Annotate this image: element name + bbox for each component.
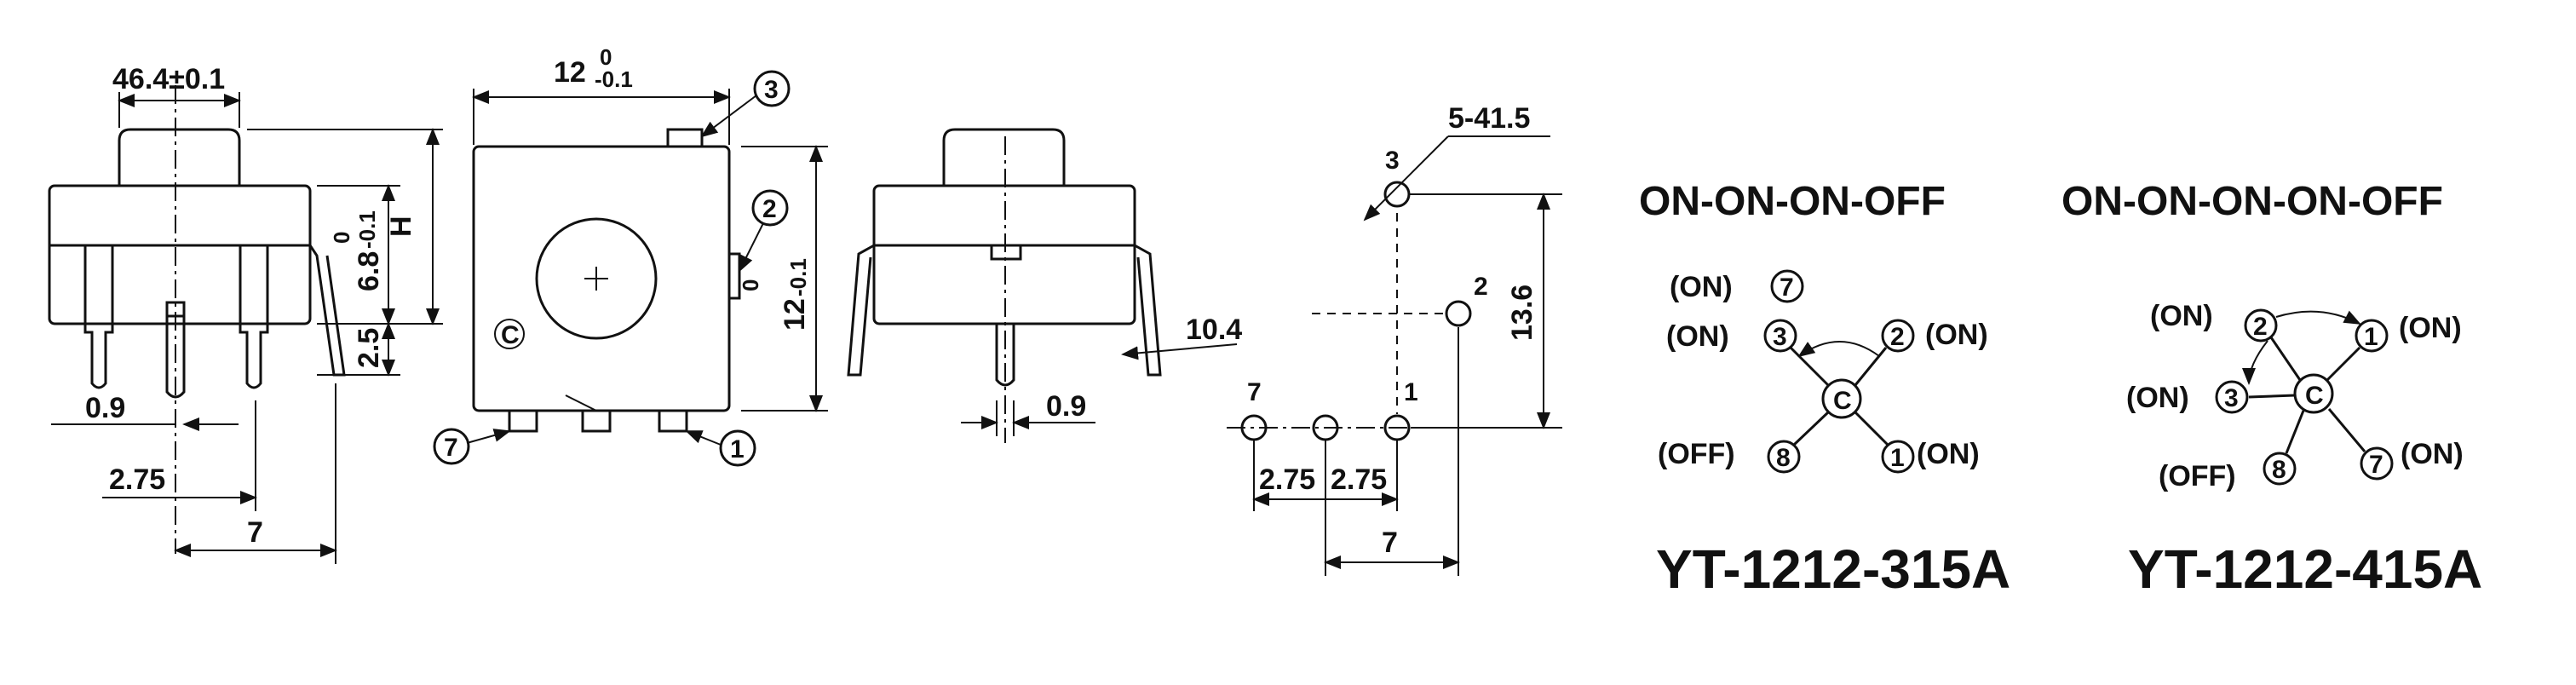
dim-pcb-span: 7	[1382, 527, 1398, 559]
front-knob	[535, 217, 658, 340]
label-415-on-2: (ON)	[2150, 300, 2213, 332]
pcb-layout: 13.6 5-41.5 3 2 7 1 2.75 2.75 7	[1227, 102, 1562, 576]
schematic-315a: ON-ON-ON-OFF C 7 (ON) 3 (ON) 2 (ON) 8 (O…	[1639, 179, 2010, 600]
pcb-hole-label-2: 2	[1474, 273, 1488, 301]
dim-height-tol-upper: 0	[329, 232, 354, 244]
rear-view: 10.4 0.9	[847, 128, 1242, 443]
front-pin	[508, 409, 538, 433]
dim-rear-lead-length: 10.4	[1186, 314, 1242, 346]
node-415-7: 7	[2369, 451, 2383, 479]
node-315-1-ring	[1881, 440, 1915, 474]
label-415-off: (OFF)	[2159, 460, 2236, 492]
dim-pitch: 2.75	[109, 463, 165, 496]
node-415-3: 3	[2224, 384, 2239, 412]
rear-bracket-left	[847, 244, 875, 377]
dim-height-label: H	[385, 216, 417, 237]
dim-stem-width: 46.4±0.1	[112, 63, 225, 95]
dim-front-width-tol-lower: -0.1	[595, 66, 633, 92]
dim-lead: 2.5	[353, 328, 385, 368]
side-actuator	[118, 128, 241, 186]
dim-height-tol-lower: -0.1	[354, 210, 380, 249]
front-view: C 12 0 -0.1 12 0 -0.1 3 2 7 1	[433, 44, 828, 467]
dim-pcb-holes: 5-41.5	[1448, 102, 1530, 135]
node-315-2: 2	[1890, 323, 1905, 351]
node-315-off-ring	[1767, 440, 1801, 474]
node-415-7-ring	[2360, 446, 2394, 481]
node-315-c: C	[1833, 387, 1852, 415]
node-415-3-ring	[2215, 380, 2249, 414]
model-315a: YT-1212-315A	[1656, 538, 2010, 600]
dim-front-height-tol-upper: 0	[738, 279, 763, 291]
node-315-3-ring	[1763, 319, 1797, 353]
front-callout-3: 3	[764, 76, 779, 104]
model-415a: YT-1212-415A	[2128, 538, 2482, 600]
node-315-2-ring	[1881, 319, 1915, 353]
schematic-415a: ON-ON-ON-ON-OFF C 2 (ON) 1 (ON) 3 (ON) 8…	[2061, 179, 2482, 600]
dim-pcb-pitch-b: 2.75	[1331, 463, 1387, 496]
front-callout-1-ring	[719, 429, 756, 467]
pcb-hole-label-7: 7	[1247, 378, 1262, 406]
node-415-c: C	[2305, 382, 2324, 410]
front-callout-2: 2	[762, 195, 777, 223]
dim-pin-width: 0.9	[85, 392, 125, 424]
front-pin	[581, 409, 612, 433]
node-315-c-ring	[1821, 378, 1862, 419]
side-pin	[83, 245, 114, 389]
side-view: 46.4±0.1 H 6.8 0 -0.1 2.5 0.9 2.75 7	[48, 63, 443, 564]
hole-2	[1445, 300, 1472, 327]
node-315-off: 8	[1776, 444, 1791, 472]
label-415-on-1: (ON)	[2399, 312, 2462, 344]
label-315-on-1: (ON)	[1917, 438, 1980, 470]
dim-span: 7	[247, 516, 263, 549]
front-pin	[658, 409, 688, 433]
dim-pcb-vertical: 13.6	[1506, 285, 1538, 341]
front-callout-1: 1	[730, 435, 745, 463]
dim-pcb-pitch-a: 2.75	[1259, 463, 1315, 496]
node-415-2-ring	[2244, 308, 2278, 342]
dim-front-height-tol-lower: -0.1	[785, 258, 811, 296]
rear-pin	[995, 324, 1015, 387]
pcb-hole-label-1: 1	[1404, 378, 1418, 406]
label-315-on-3: (ON)	[1666, 320, 1729, 353]
front-callout-3-ring	[753, 70, 791, 107]
dim-front-height: 12	[779, 298, 811, 331]
mode-415a: ON-ON-ON-ON-OFF	[2061, 179, 2443, 224]
node-415-1: 1	[2364, 323, 2378, 351]
hole-3	[1383, 181, 1411, 208]
node-415-2: 2	[2253, 313, 2268, 341]
front-callout-2-ring	[751, 189, 789, 227]
label-315-on-2: (ON)	[1925, 319, 1988, 351]
label-315-on-7: (ON)	[1670, 271, 1733, 303]
dim-front-width-tol-upper: 0	[600, 44, 612, 70]
node-315-7: 7	[1780, 273, 1794, 302]
pcb-hole-label-3: 3	[1385, 147, 1400, 175]
node-315-3: 3	[1773, 323, 1787, 351]
side-pin	[165, 302, 186, 399]
label-315-off: (OFF)	[1658, 438, 1735, 470]
dim-front-width: 12	[554, 56, 586, 89]
dim-rear-pin-width: 0.9	[1046, 390, 1086, 423]
node-415-1-ring	[2355, 319, 2389, 353]
side-body	[48, 184, 312, 325]
rear-actuator	[942, 128, 1066, 186]
label-415-on-3: (ON)	[2126, 382, 2189, 414]
side-pin	[239, 245, 269, 389]
node-315-7-ring	[1770, 269, 1804, 303]
node-415-off: 8	[2272, 456, 2286, 484]
rear-bracket-right	[1134, 244, 1162, 377]
dim-height-value: 6.8	[353, 251, 385, 291]
mode-315a: ON-ON-ON-OFF	[1639, 179, 1946, 224]
front-callout-7-ring	[433, 428, 470, 465]
side-bracket	[308, 245, 346, 377]
front-side-tab	[727, 252, 741, 300]
front-center-mark: C	[501, 321, 520, 349]
front-callout-7: 7	[444, 434, 458, 462]
front-center-mark-ring	[494, 319, 525, 349]
node-415-off-ring	[2263, 452, 2297, 486]
node-415-c-ring	[2293, 373, 2334, 414]
front-tab	[666, 128, 704, 148]
node-315-1: 1	[1890, 444, 1905, 472]
label-415-on-7: (ON)	[2401, 438, 2464, 470]
